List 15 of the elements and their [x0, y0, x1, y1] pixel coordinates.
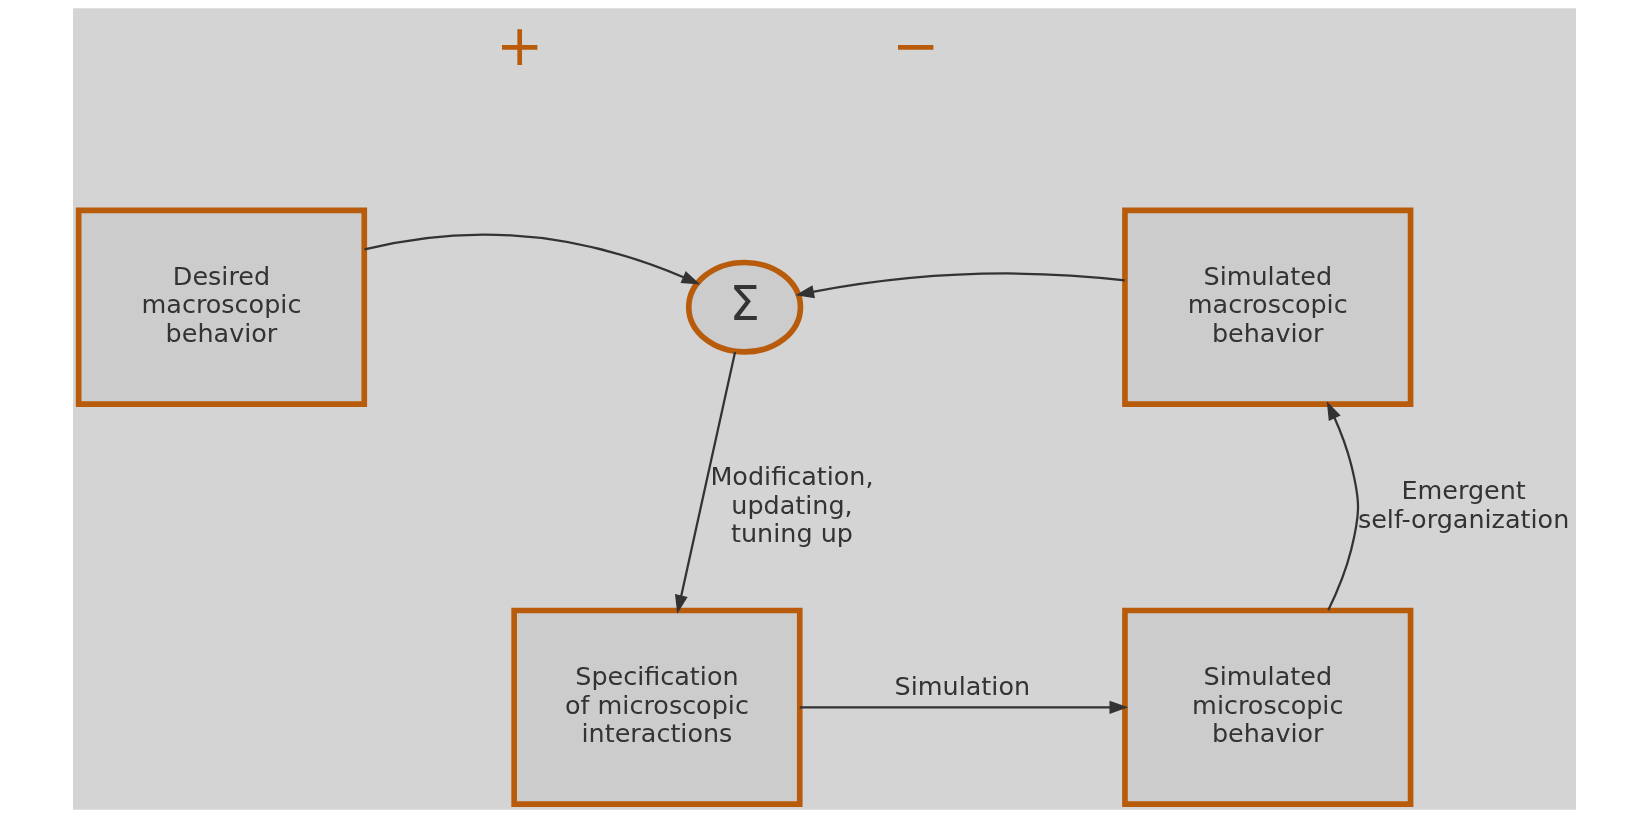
node-box: Desired macroscopic behavior	[75, 207, 368, 407]
edge-label: Modification, updating, tuning up	[710, 461, 874, 548]
arrow	[1326, 401, 1360, 611]
node-box: Specification of microscopic interactions	[511, 607, 803, 808]
arrow	[364, 233, 701, 285]
edge-label: Simulation	[894, 671, 1031, 702]
edge-label: Emergent self-organization	[1357, 475, 1570, 534]
node-ellipse: Σ	[685, 259, 804, 355]
arrow	[799, 700, 1129, 714]
arrow	[795, 272, 1125, 299]
label: +	[496, 12, 544, 78]
label: −	[892, 12, 940, 78]
node-box: Simulated macroscopic behavior	[1122, 207, 1414, 407]
node-box: Simulated microscopic behavior	[1122, 607, 1414, 808]
arrow	[674, 351, 737, 614]
